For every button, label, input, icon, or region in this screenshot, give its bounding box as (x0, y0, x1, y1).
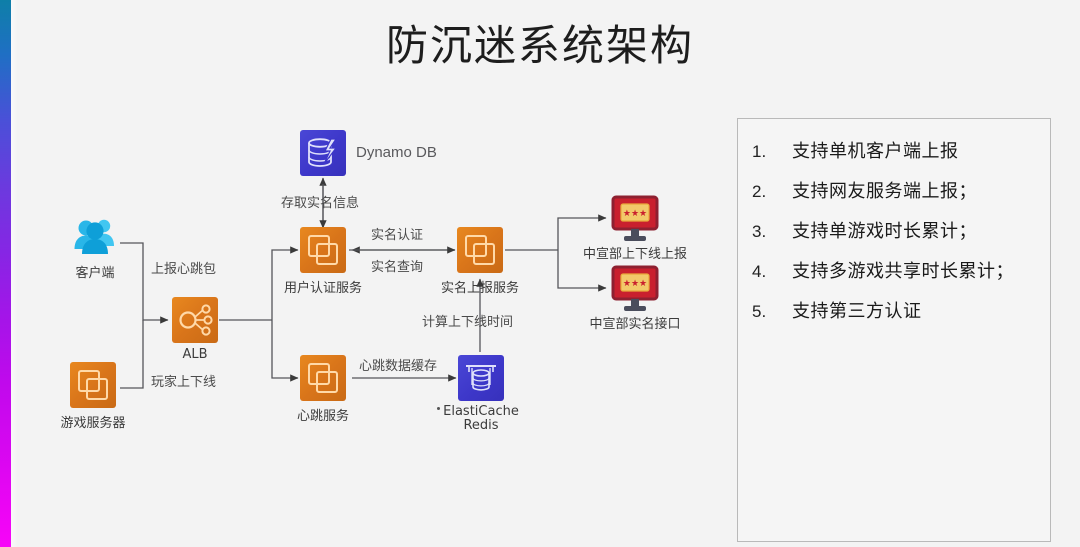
list-item: 4. 支持多游戏共享时长累计； (752, 257, 1050, 283)
list-item-number: 4. (752, 262, 767, 281)
ec2-instance-icon (70, 362, 116, 408)
list-item: 1. 支持单机客户端上报 (752, 137, 1050, 163)
list-item-text: 支持网友服务端上报； (792, 181, 977, 202)
list-item-text: 支持第三方认证 (792, 301, 922, 322)
node-label-report-service: 实名上报服务 (440, 281, 520, 296)
list-item-text: 支持多游戏共享时长累计； (792, 261, 1014, 282)
node-label-gov-realname-api: 中宣部实名接口 (589, 317, 681, 332)
users-icon (72, 216, 118, 262)
node-game-server[interactable]: 游戏服务器 (60, 362, 126, 431)
node-dynamodb[interactable]: Dynamo DB (300, 130, 437, 176)
node-alb[interactable]: ALB (172, 297, 218, 362)
accent-fade (11, 0, 18, 547)
load-balancer-icon (172, 297, 218, 343)
node-label-auth-service: 用户认证服务 (283, 281, 363, 296)
list-item-number: 3. (752, 222, 767, 241)
edge-label-heartbeat-packet: 上报心跳包 (151, 262, 217, 277)
svg-text:★★★: ★★★ (623, 209, 647, 219)
feature-list: 1. 支持单机客户端上报 2. 支持网友服务端上报； 3. 支持单游戏时长累计；… (738, 119, 1050, 323)
accent-gradient-bar (0, 0, 11, 547)
ec2-instance-icon (300, 227, 346, 273)
list-item-text: 支持单机客户端上报 (792, 141, 959, 162)
node-label-alb: ALB (182, 347, 208, 362)
list-item-number: 5. (752, 302, 767, 321)
feature-panel: 1. 支持单机客户端上报 2. 支持网友服务端上报； 3. 支持单游戏时长累计；… (737, 118, 1051, 542)
node-label-heartbeat-service: 心跳服务 (296, 409, 350, 424)
node-gov-online-report[interactable]: ★★★ 中宣部上下线上报 (583, 195, 687, 262)
node-heartbeat-service[interactable]: 心跳服务 (297, 355, 349, 424)
edge-label-realname-auth: 实名认证 (371, 228, 424, 243)
page-title: 防沉迷系统架构 (385, 21, 694, 70)
ec2-instance-icon (457, 227, 503, 273)
list-item: 5. 支持第三方认证 (752, 297, 1050, 323)
node-label-client: 客户端 (75, 266, 115, 281)
monitor-icon: ★★★ (608, 195, 662, 243)
monitor-icon: ★★★ (608, 265, 662, 313)
node-label-gov-online-report: 中宣部上下线上报 (582, 247, 688, 262)
edge-label-realname-query: 实名查询 (371, 260, 424, 275)
bullet-dot (437, 407, 440, 410)
list-item: 2. 支持网友服务端上报； (752, 177, 1050, 203)
edge-label-heartbeat-cache: 心跳数据缓存 (359, 359, 438, 374)
node-auth-service[interactable]: 用户认证服务 (284, 227, 362, 296)
node-label-elasticache: ElastiCache Redis (443, 404, 519, 433)
node-label-dynamodb: Dynamo DB (356, 144, 437, 161)
node-gov-realname-api[interactable]: ★★★ 中宣部实名接口 (589, 265, 681, 332)
elasticache-icon (458, 355, 504, 401)
node-client[interactable]: 客户端 (72, 216, 118, 281)
svg-text:★★★: ★★★ (623, 279, 647, 289)
list-item-number: 2. (752, 182, 767, 201)
list-item-number: 1. (752, 142, 767, 161)
node-label-game-server: 游戏服务器 (60, 416, 126, 431)
node-elasticache[interactable]: ElastiCache Redis (443, 355, 519, 433)
dynamodb-icon (300, 130, 346, 176)
list-item: 3. 支持单游戏时长累计； (752, 217, 1050, 243)
edge-label-player-online: 玩家上下线 (151, 375, 217, 390)
list-item-text: 支持单游戏时长累计； (792, 221, 977, 242)
edge-label-store-realname: 存取实名信息 (281, 196, 360, 211)
ec2-instance-icon (300, 355, 346, 401)
node-report-service[interactable]: 实名上报服务 (441, 227, 519, 296)
edge-label-calc-online-time: 计算上下线时间 (422, 315, 514, 330)
